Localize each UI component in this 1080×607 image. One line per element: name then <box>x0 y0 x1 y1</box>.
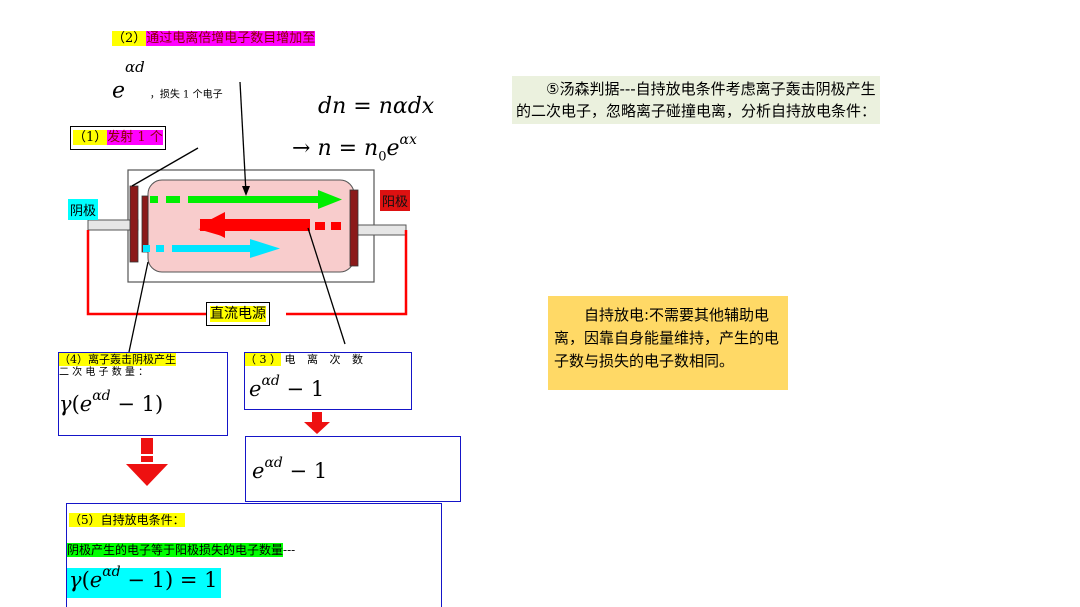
label-loss: e αd ，损失 1 个电子 <box>112 58 223 104</box>
mid-exp: αd <box>264 455 283 471</box>
step5-title: （5）自持放电条件： <box>69 513 185 527</box>
box-step5: （5）自持放电条件： 阴极产生的电子等于阳极损失的电子数量--- γ(eαd −… <box>66 503 442 607</box>
eq-n-sub: 0 <box>378 149 387 165</box>
eq-n-base: e <box>386 136 400 161</box>
red-arrow <box>198 212 341 238</box>
eq-dn-rhs: nαdx <box>378 94 435 119</box>
step4-tail: − 1) <box>117 392 164 416</box>
step4-title: 离子轰击阴极产生 <box>88 353 176 366</box>
step3-label: （ 3 ） <box>245 353 281 366</box>
mid-base: e <box>252 459 265 483</box>
step4-prefix: （4） <box>59 353 88 366</box>
label-step2-text: 通过电离倍增电子数目增加至 <box>146 31 316 46</box>
eq-n-arrow: → <box>292 136 311 161</box>
self-sustained-note: 自持放电:不需要其他辅助电离，因靠自身能量维持，产生的电子数与损失的电子数相同。 <box>548 296 788 390</box>
eq-dn-lhs: dn <box>318 94 347 119</box>
label-anode: 阳极 <box>380 190 411 211</box>
label-step1-prefix: （1） <box>73 130 108 145</box>
loss-exp: αd <box>125 58 145 76</box>
pointer-step1 <box>131 147 199 187</box>
step5-gamma: γ <box>69 568 82 592</box>
label-dc-power: 直流电源 <box>206 302 270 326</box>
eq-dn-eq: = <box>353 94 372 119</box>
down-arrow-mid <box>304 412 330 434</box>
label-step1: （1）发射 1 个 <box>70 126 166 150</box>
cyan-arrow <box>143 239 280 258</box>
eq-n-eq: = <box>338 136 358 161</box>
label-cathode: 阴极 <box>68 199 99 220</box>
pointer-step2 <box>239 81 247 194</box>
step5-exp: αd <box>102 564 121 580</box>
step3-text: 电 离 次 数 <box>284 353 367 366</box>
label-step1-text: 发射 1 个 <box>107 130 163 145</box>
mid-tail: − 1 <box>289 459 328 483</box>
box-mid: eαd − 1 <box>245 436 461 502</box>
step3-exp: αd <box>261 373 280 389</box>
criterion-text: ⑤汤森判据---自持放电条件考虑离子轰击阴极产生的二次电子，忽略离子碰撞电离，分… <box>512 76 880 124</box>
eq-n-lhs: n <box>317 136 332 161</box>
anode-rod <box>355 224 407 236</box>
anode-plate <box>349 189 359 267</box>
step4-line2: 二 次 电 子 数 量 ： <box>59 367 149 378</box>
label-step2: （2）通过电离倍增电子数目增加至 <box>112 30 316 48</box>
step5-line2: 阴极产生的电子等于阳极损失的电子数量 <box>67 543 284 557</box>
step4-base: e <box>79 392 93 416</box>
eq-n-exp: αx <box>399 132 417 148</box>
step4-gamma: γ <box>59 392 72 416</box>
eq-dn: dn = nαdx <box>318 94 434 119</box>
box-step4: （4）离子轰击阴极产生 二 次 电 子 数 量 ： γ(eαd − 1) <box>58 352 228 436</box>
label-dc-text: 直流电源 <box>210 306 266 322</box>
eq-n-n0: n <box>364 136 379 161</box>
discharge-apparatus-diagram <box>86 81 408 486</box>
label-step2-prefix: （2） <box>112 31 147 46</box>
cathode-plate-inner <box>141 195 149 253</box>
step5-dashes: --- <box>283 543 296 557</box>
green-arrow <box>150 190 342 209</box>
step4-exp: αd <box>92 388 111 404</box>
circuit-wire <box>86 230 208 316</box>
circuit-wire-right <box>286 230 408 316</box>
step5-tail: − 1) = 1 <box>127 568 218 592</box>
eq-n: → n = n0eαx <box>292 132 417 165</box>
loss-base: e <box>112 78 126 104</box>
pointer-step3 <box>307 227 346 345</box>
pointer-step4 <box>128 261 149 353</box>
cathode-plate <box>129 185 139 263</box>
box-step3: （ 3 ） 电 离 次 数 eαd − 1 <box>244 352 412 410</box>
step5-lp: ( <box>81 568 90 592</box>
step3-base: e <box>249 377 262 401</box>
step5-base: e <box>89 568 103 592</box>
loss-note: ，损失 1 个电子 <box>149 89 223 101</box>
step4-lp: ( <box>71 392 80 416</box>
step3-tail: − 1 <box>286 377 325 401</box>
down-arrow-left <box>126 438 168 486</box>
